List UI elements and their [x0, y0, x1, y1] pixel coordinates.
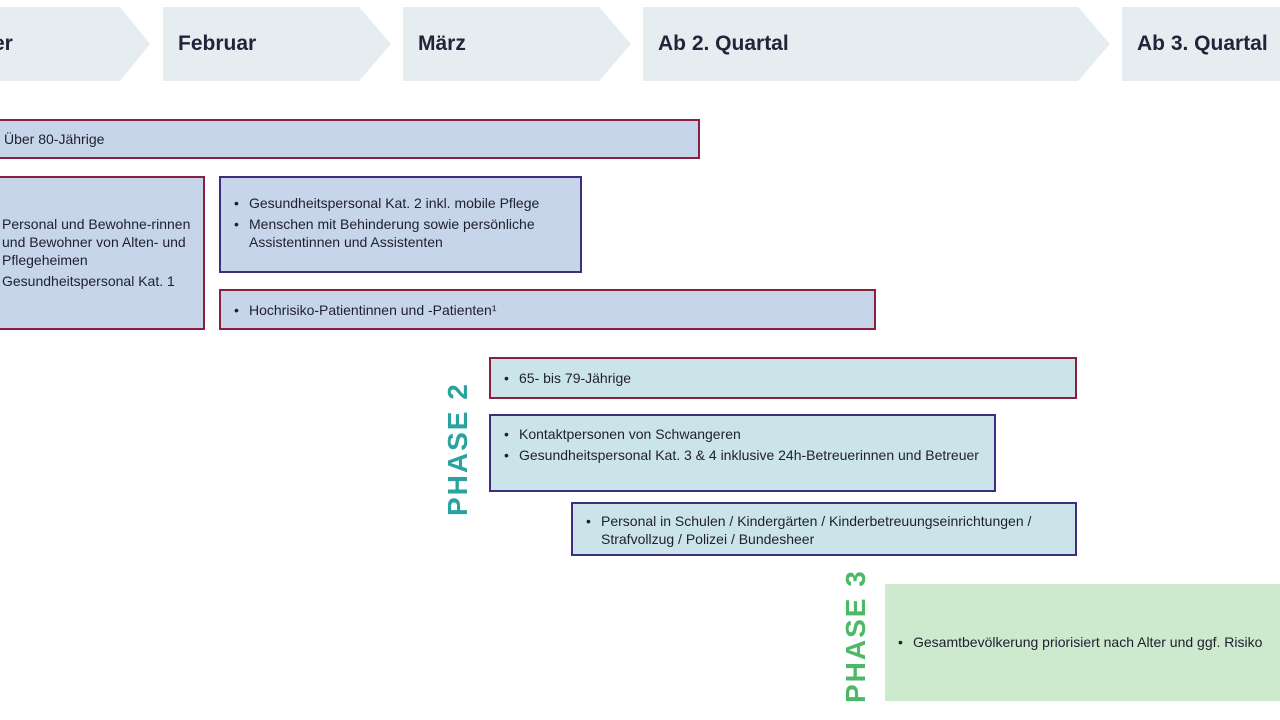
timeline-month-maerz: März — [403, 7, 631, 81]
month-label: Ab 2. Quartal — [658, 32, 789, 55]
health-personnel-item: Gesundheitspersonal Kat. 2 inkl. mobile … — [233, 194, 570, 212]
timeline-month-februar: Februar — [163, 7, 391, 81]
health-personnel-box: Gesundheitspersonal Kat. 2 inkl. mobile … — [219, 176, 582, 273]
high-risk-box: Hochrisiko-Patientinnen und -Patienten¹ — [219, 289, 876, 330]
health-personnel-list: Gesundheitspersonal Kat. 2 inkl. mobile … — [233, 194, 570, 251]
phase-3-label: PHASE 3 — [840, 569, 871, 703]
month-label: Februar — [178, 32, 257, 55]
age-65-79-box: 65- bis 79-Jährige — [489, 357, 1077, 399]
care-home-list: Personal und Bewohne-rinnen und Bewohner… — [0, 215, 193, 290]
over-80-box: Über 80-Jährige — [0, 119, 700, 159]
general-population-list: Gesamtbevölkerung priorisiert nach Alter… — [897, 633, 1270, 651]
month-label: Ab 3. Quartal — [1137, 32, 1268, 55]
institutions-personnel-box: Personal in Schulen / Kindergärten / Kin… — [571, 502, 1077, 556]
contact-persons-item: Gesundheitspersonal Kat. 3 & 4 inklusive… — [503, 446, 984, 464]
timeline-quarter-3: Ab 3. Quartal — [1122, 7, 1280, 81]
contact-persons-list: Kontaktpersonen von Schwangeren Gesundhe… — [503, 425, 984, 464]
phase-2-label: PHASE 2 — [442, 382, 473, 516]
contact-persons-item: Kontaktpersonen von Schwangeren — [503, 425, 984, 443]
age-65-79-item: 65- bis 79-Jährige — [503, 369, 1065, 387]
institutions-personnel-list: Personal in Schulen / Kindergärten / Kin… — [585, 512, 1065, 548]
month-label: März — [418, 32, 466, 55]
care-home-box: Personal und Bewohne-rinnen und Bewohner… — [0, 176, 205, 330]
health-personnel-item: Menschen mit Behinderung sowie persönlic… — [233, 215, 570, 251]
institutions-personnel-item: Personal in Schulen / Kindergärten / Kin… — [585, 512, 1065, 548]
high-risk-list: Hochrisiko-Patientinnen und -Patienten¹ — [233, 301, 864, 319]
timeline-month-januar: er — [0, 7, 150, 81]
age-65-79-list: 65- bis 79-Jährige — [503, 369, 1065, 387]
care-home-item: Gesundheitspersonal Kat. 1 — [0, 272, 193, 290]
general-population-box: Gesamtbevölkerung priorisiert nach Alter… — [885, 584, 1280, 701]
high-risk-item: Hochrisiko-Patientinnen und -Patienten¹ — [233, 301, 864, 319]
timeline-quarter-2: Ab 2. Quartal — [643, 7, 1110, 81]
care-home-item: Personal und Bewohne-rinnen und Bewohner… — [0, 215, 193, 269]
month-label: er — [0, 32, 13, 55]
over-80-text: Über 80-Jährige — [4, 131, 105, 147]
general-population-item: Gesamtbevölkerung priorisiert nach Alter… — [897, 633, 1270, 651]
contact-persons-box: Kontaktpersonen von Schwangeren Gesundhe… — [489, 414, 996, 492]
